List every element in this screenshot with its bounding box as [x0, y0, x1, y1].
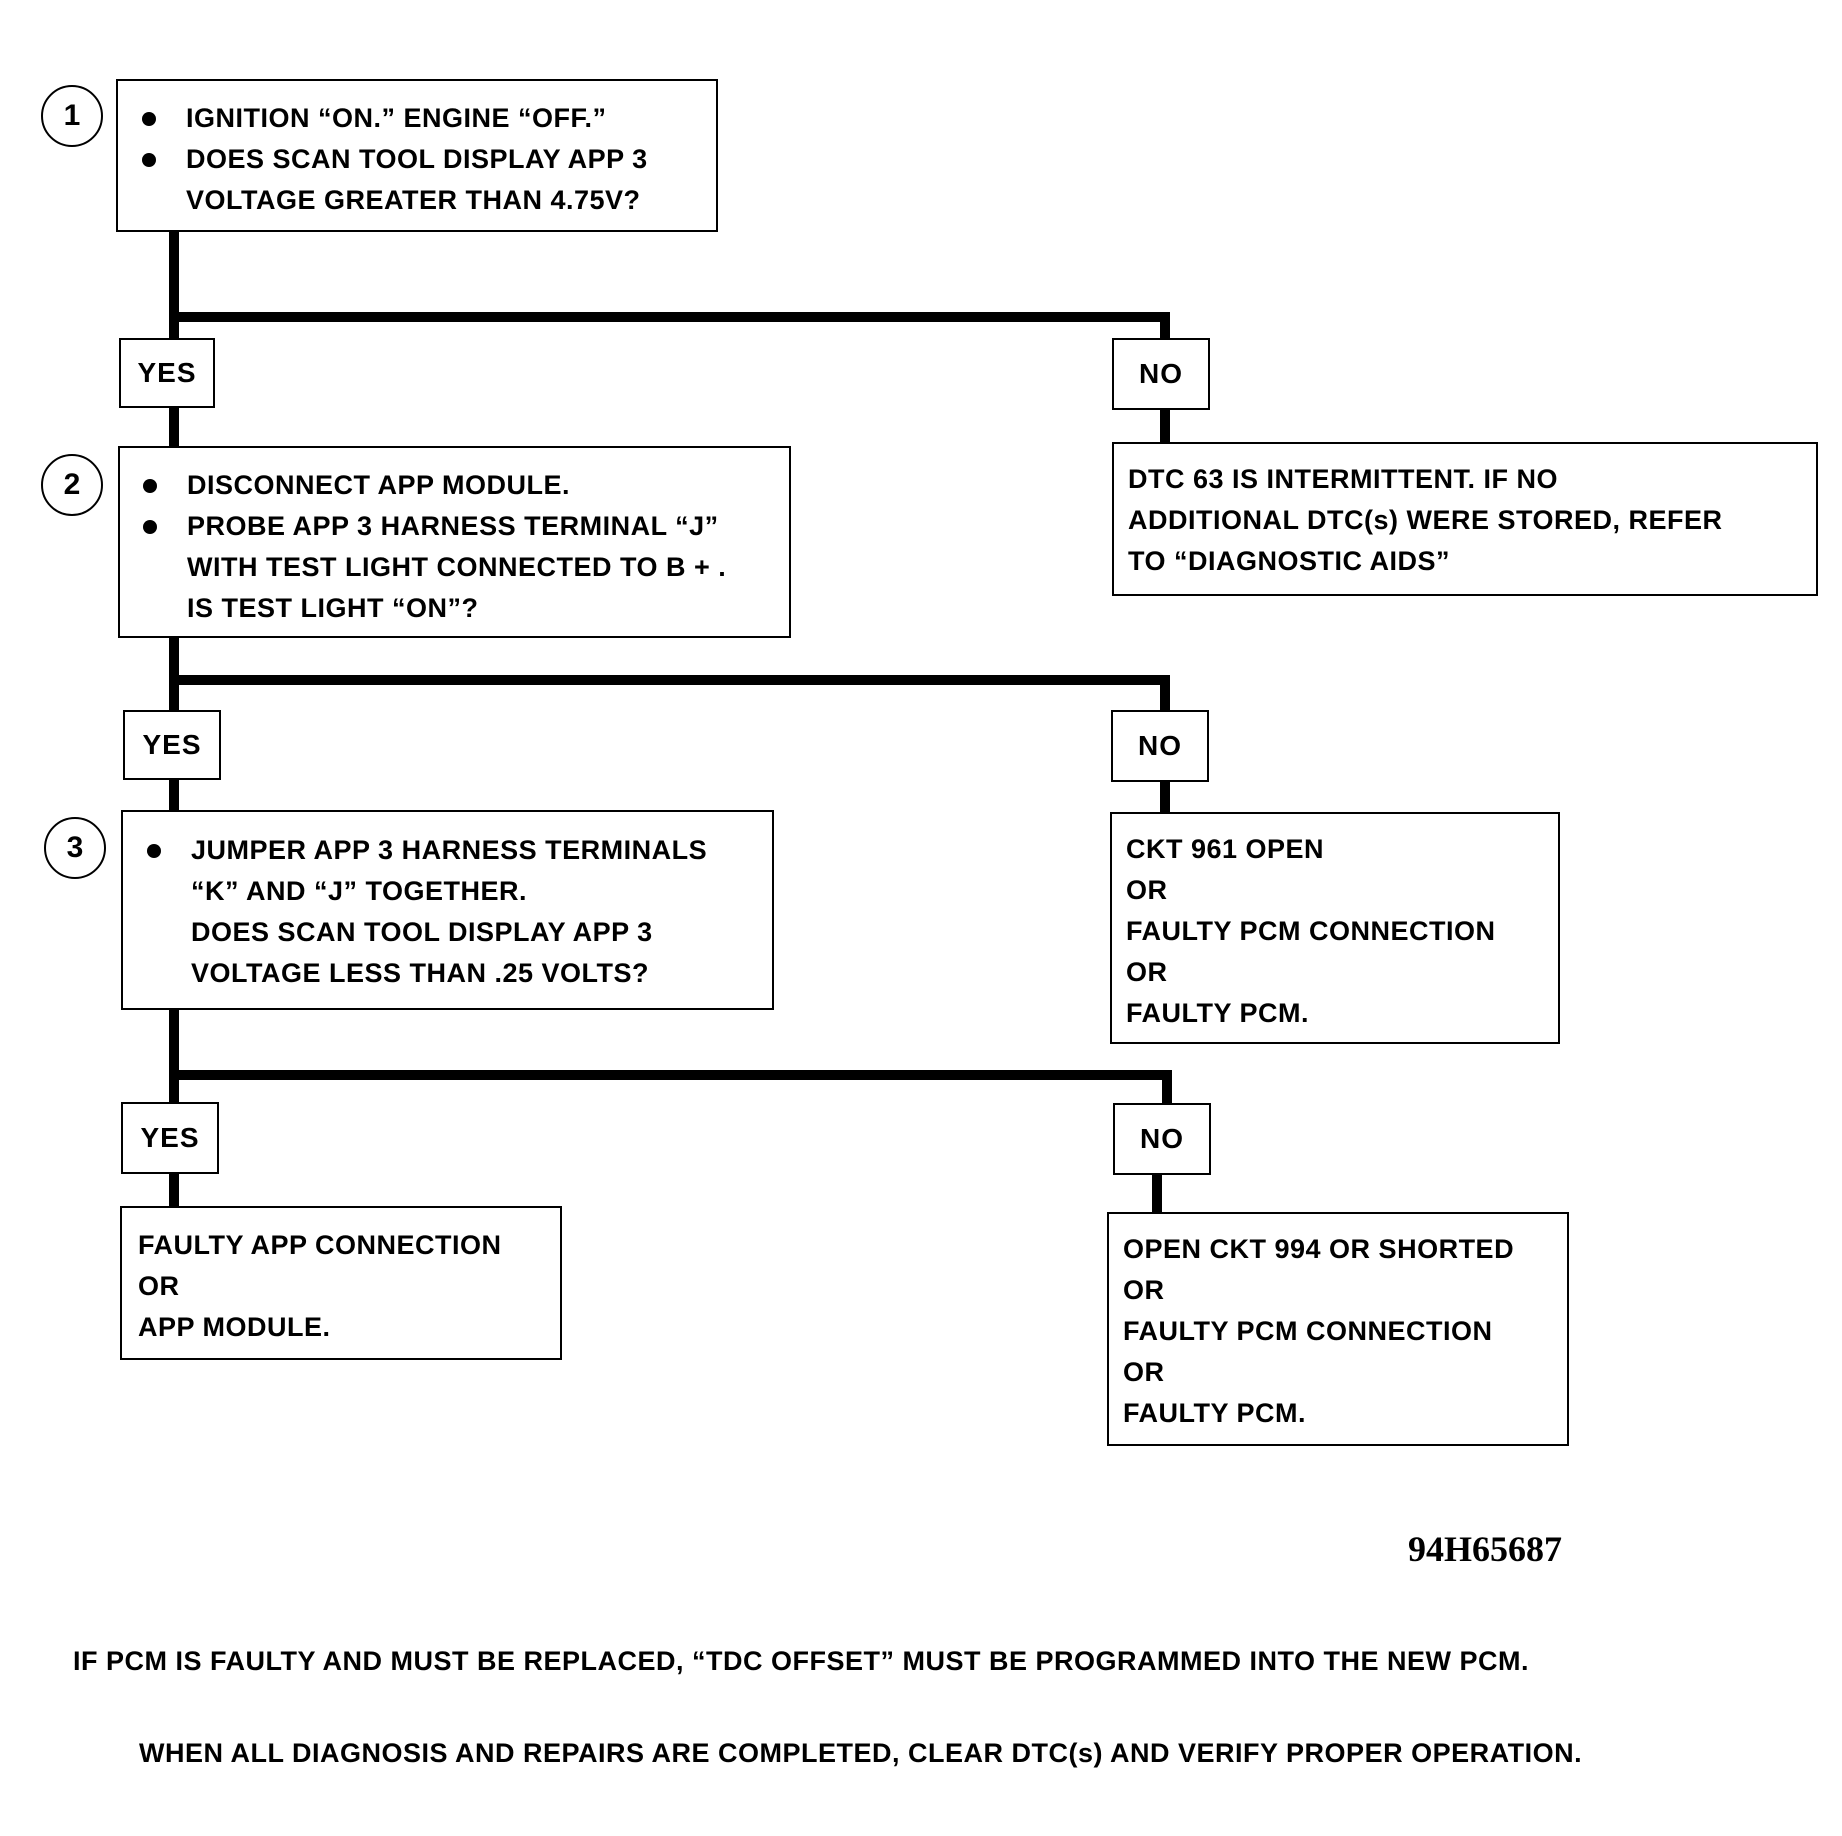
result-line: OR: [1126, 957, 1168, 987]
result-line: TO “DIAGNOSTIC AIDS”: [1128, 546, 1451, 576]
bullet-icon: [143, 479, 157, 493]
step-2-line: PROBE APP 3 HARNESS TERMINAL “J”: [187, 511, 719, 541]
result-line: CKT 961 OPEN: [1126, 834, 1325, 864]
connector-line: [169, 778, 179, 824]
no-label: NO: [1112, 338, 1210, 410]
step-2-line: DISCONNECT APP MODULE.: [187, 470, 571, 500]
step-1-box: IGNITION “ON.” ENGINE “OFF.” DOES SCAN T…: [116, 79, 718, 232]
yes-label: YES: [123, 710, 221, 780]
connector-line: [169, 1170, 179, 1208]
footnote: IF PCM IS FAULTY AND MUST BE REPLACED, “…: [73, 1646, 1530, 1676]
result-line: OR: [1123, 1357, 1165, 1387]
yes-label: YES: [119, 338, 215, 408]
connector-line: [1160, 312, 1170, 342]
result-line: OR: [1123, 1275, 1165, 1305]
bullet-icon: [142, 153, 156, 167]
step-1-line: DOES SCAN TOOL DISPLAY APP 3: [186, 144, 648, 174]
connector-line: [1160, 407, 1170, 445]
step-3-line: DOES SCAN TOOL DISPLAY APP 3: [191, 917, 653, 947]
result-line: APP MODULE.: [138, 1312, 331, 1342]
step-3-number: 3: [44, 817, 106, 879]
result-line: OR: [138, 1271, 180, 1301]
step-3-line: VOLTAGE LESS THAN .25 VOLTS?: [191, 958, 650, 988]
bullet-icon: [147, 844, 161, 858]
bullet-icon: [142, 112, 156, 126]
bullet-icon: [143, 520, 157, 534]
figure-code: 94H65687: [1408, 1529, 1563, 1569]
connector-line: [1162, 1070, 1172, 1110]
result-line: ADDITIONAL DTC(s) WERE STORED, REFER: [1128, 505, 1723, 535]
connector-line: [1152, 1172, 1162, 1214]
result-line: FAULTY PCM CONNECTION: [1123, 1316, 1493, 1346]
footnote: WHEN ALL DIAGNOSIS AND REPAIRS ARE COMPL…: [139, 1738, 1583, 1768]
connector-line: [169, 1008, 179, 1108]
step-3-line: “K” AND “J” TOGETHER.: [191, 876, 528, 906]
step-2-number: 2: [41, 454, 103, 516]
step-1-line: VOLTAGE GREATER THAN 4.75V?: [186, 185, 641, 215]
step-1-number: 1: [41, 85, 103, 147]
step-3-line: JUMPER APP 3 HARNESS TERMINALS: [191, 835, 708, 865]
no-label: NO: [1111, 710, 1209, 782]
result-ckt961-box: CKT 961 OPEN OR FAULTY PCM CONNECTION OR…: [1110, 812, 1560, 1044]
step-1-line: IGNITION “ON.” ENGINE “OFF.”: [186, 103, 607, 133]
step-3-box: JUMPER APP 3 HARNESS TERMINALS “K” AND “…: [121, 810, 774, 1010]
step-2-box: DISCONNECT APP MODULE. PROBE APP 3 HARNE…: [118, 446, 791, 638]
result-line: DTC 63 IS INTERMITTENT. IF NO: [1128, 464, 1559, 494]
connector-line: [169, 1070, 1172, 1080]
result-line: OPEN CKT 994 OR SHORTED: [1123, 1234, 1515, 1264]
connector-line: [169, 404, 179, 450]
result-line: OR: [1126, 875, 1168, 905]
result-line: FAULTY PCM.: [1123, 1398, 1307, 1428]
result-intermittent-box: DTC 63 IS INTERMITTENT. IF NO ADDITIONAL…: [1112, 442, 1818, 596]
connector-line: [169, 675, 1170, 685]
no-label: NO: [1113, 1103, 1211, 1175]
step-2-line: WITH TEST LIGHT CONNECTED TO B + .: [187, 552, 727, 582]
connector-line: [1160, 780, 1170, 818]
yes-label: YES: [121, 1102, 219, 1174]
connector-line: [169, 312, 1170, 322]
result-line: FAULTY PCM CONNECTION: [1126, 916, 1496, 946]
result-ckt994-box: OPEN CKT 994 OR SHORTED OR FAULTY PCM CO…: [1107, 1212, 1569, 1446]
result-line: FAULTY PCM.: [1126, 998, 1310, 1028]
result-line: FAULTY APP CONNECTION: [138, 1230, 502, 1260]
connector-line: [1160, 675, 1170, 718]
step-2-line: IS TEST LIGHT “ON”?: [187, 593, 479, 623]
connector-line: [169, 228, 179, 342]
result-app-box: FAULTY APP CONNECTION OR APP MODULE.: [120, 1206, 562, 1360]
